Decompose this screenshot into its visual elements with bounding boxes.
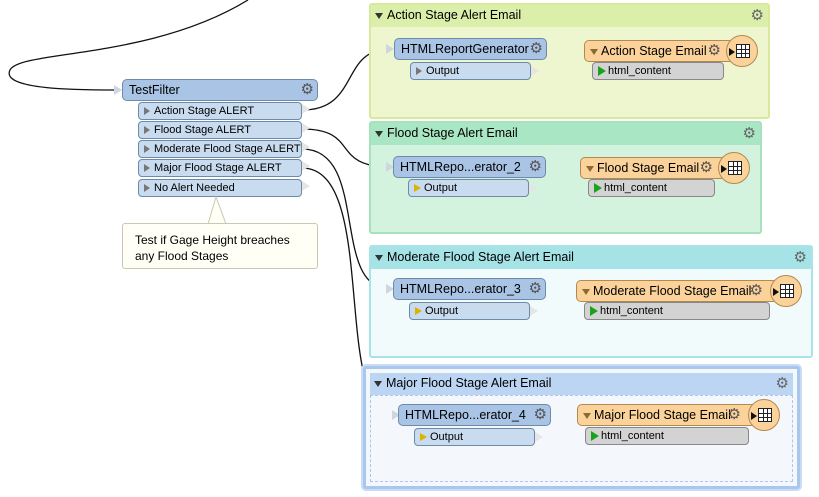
annotation-line-2: any Flood Stages	[135, 249, 229, 263]
input-port-icon[interactable]	[386, 162, 394, 172]
writer-attribute[interactable]: html_content	[592, 62, 724, 80]
collapse-icon[interactable]	[374, 381, 382, 387]
gear-icon[interactable]: ⚙	[529, 40, 543, 57]
output-port[interactable]: Output	[414, 428, 535, 446]
writer-name: Major Flood Stage Email	[594, 408, 731, 422]
gear-icon[interactable]: ⚙	[750, 7, 764, 24]
attr-label: html_content	[604, 182, 667, 194]
transformer-name: HTMLReportGenerator	[401, 42, 529, 56]
port-label: Output	[426, 65, 460, 77]
table-writer-icon	[726, 35, 758, 67]
port-label: Action Stage ALERT	[154, 105, 255, 117]
gear-icon[interactable]: ⚙	[749, 282, 763, 299]
testfilter-name: TestFilter	[129, 83, 180, 97]
writer-attribute[interactable]: html_content	[584, 302, 770, 320]
out-arrow-icon	[302, 161, 310, 171]
gear-icon[interactable]: ⚙	[775, 375, 789, 392]
writer-name: Action Stage Email	[601, 44, 707, 58]
output-port-major[interactable]: Major Flood Stage ALERT	[138, 159, 302, 177]
gear-icon[interactable]: ⚙	[300, 81, 314, 98]
table-writer-icon	[770, 275, 802, 307]
port-label: No Alert Needed	[154, 182, 235, 194]
transformer-name: HTMLRepo...erator_3	[400, 282, 521, 296]
out-arrow-icon	[302, 104, 310, 114]
writer-name: Flood Stage Email	[597, 161, 700, 175]
table-writer-icon	[718, 152, 750, 184]
gear-icon[interactable]: ⚙	[707, 42, 721, 59]
bookmark-major-flood[interactable]: Major Flood Stage Alert Email ⚙	[363, 366, 800, 489]
bookmark-title: Action Stage Alert Email	[387, 8, 522, 22]
gear-icon[interactable]: ⚙	[727, 406, 741, 423]
attr-label: html_content	[600, 305, 663, 317]
writer-name: Moderate Flood Stage Email	[593, 284, 752, 298]
table-writer-icon	[748, 399, 780, 431]
writer-attribute[interactable]: html_content	[588, 179, 715, 197]
annotation-note[interactable]: Test if Gage Height breaches any Flood S…	[122, 223, 318, 269]
testfilter-transformer[interactable]: TestFilter ⚙	[122, 79, 318, 101]
output-port-flood[interactable]: Flood Stage ALERT	[138, 121, 302, 139]
email-writer-major[interactable]: Major Flood Stage Email ⚙	[577, 404, 756, 426]
email-writer-flood[interactable]: Flood Stage Email ⚙	[580, 157, 726, 179]
html-report-generator-4[interactable]: HTMLRepo...erator_4 ⚙	[398, 404, 551, 426]
gear-icon[interactable]: ⚙	[533, 406, 547, 423]
out-arrow-icon	[302, 181, 310, 191]
port-label: Flood Stage ALERT	[154, 124, 252, 136]
html-report-generator-3[interactable]: HTMLRepo...erator_3 ⚙	[393, 278, 546, 300]
email-writer-action[interactable]: Action Stage Email ⚙	[584, 40, 734, 62]
port-label: Output	[430, 431, 464, 443]
output-port-no-alert[interactable]: No Alert Needed	[138, 179, 302, 197]
gear-icon[interactable]: ⚙	[528, 280, 542, 297]
gear-icon[interactable]: ⚙	[742, 125, 756, 142]
output-port-action[interactable]: Action Stage ALERT	[138, 102, 302, 120]
out-arrow-icon	[529, 183, 537, 193]
transformer-name: HTMLRepo...erator_4	[405, 408, 526, 422]
attr-label: html_content	[601, 430, 664, 442]
out-arrow-icon	[535, 432, 543, 442]
transformer-name: HTMLRepo...erator_2	[400, 160, 521, 174]
gear-icon[interactable]: ⚙	[699, 159, 713, 176]
input-port-icon[interactable]	[114, 85, 122, 95]
bookmark-title: Moderate Flood Stage Alert Email	[387, 250, 574, 264]
input-port-icon[interactable]	[392, 410, 400, 420]
bookmark-title: Major Flood Stage Alert Email	[386, 376, 552, 390]
output-port[interactable]: Output	[409, 302, 530, 320]
writer-attribute[interactable]: html_content	[585, 427, 749, 445]
wire-incoming	[8, 0, 249, 91]
output-port[interactable]: Output	[410, 62, 531, 80]
email-writer-moderate[interactable]: Moderate Flood Stage Email ⚙	[576, 280, 778, 302]
out-arrow-icon	[530, 306, 538, 316]
port-label: Output	[424, 182, 458, 194]
collapse-icon[interactable]	[375, 131, 383, 137]
port-label: Moderate Flood Stage ALERT	[154, 143, 301, 155]
out-arrow-icon	[302, 142, 310, 152]
output-port-moderate[interactable]: Moderate Flood Stage ALERT	[138, 140, 302, 158]
out-arrow-icon	[302, 123, 310, 133]
input-port-icon[interactable]	[386, 284, 394, 294]
gear-icon[interactable]: ⚙	[793, 249, 807, 266]
collapse-icon[interactable]	[375, 13, 383, 19]
html-report-generator-1[interactable]: HTMLReportGenerator ⚙	[394, 38, 547, 60]
output-port[interactable]: Output	[408, 179, 529, 197]
attr-label: html_content	[608, 65, 671, 77]
input-port-icon[interactable]	[386, 44, 394, 54]
bookmark-title: Flood Stage Alert Email	[387, 126, 518, 140]
out-arrow-icon	[531, 66, 539, 76]
annotation-line-1: Test if Gage Height breaches	[135, 233, 290, 247]
html-report-generator-2[interactable]: HTMLRepo...erator_2 ⚙	[393, 156, 546, 178]
gear-icon[interactable]: ⚙	[528, 158, 542, 175]
port-label: Output	[425, 305, 459, 317]
port-label: Major Flood Stage ALERT	[154, 162, 282, 174]
collapse-icon[interactable]	[375, 255, 383, 261]
